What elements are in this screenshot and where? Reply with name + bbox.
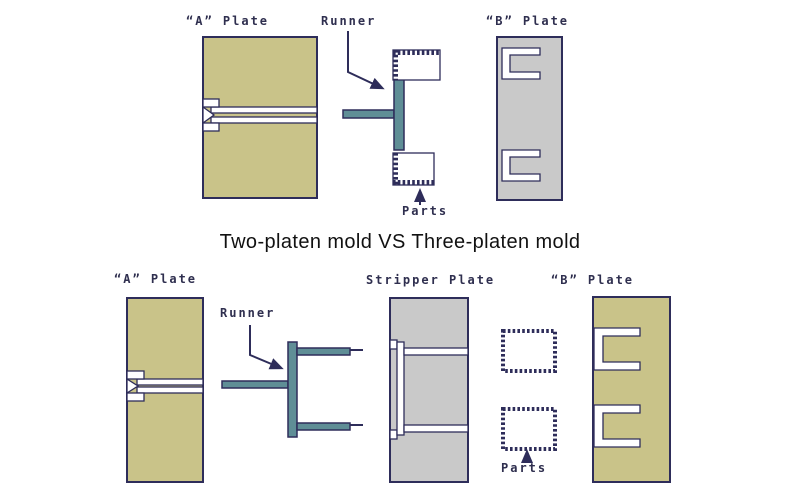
bottom-a-plate-sprue-gate (126, 377, 140, 395)
top-runner-assembly-shape (342, 31, 441, 205)
bottom-a-plate-runner-channel-upper (136, 378, 204, 386)
top-runner-label: Runner (321, 14, 377, 28)
bottom-runner-arm-bottom (296, 422, 351, 431)
top-b-plate-cavity-upper (501, 47, 541, 80)
bottom-runner-bar (287, 341, 298, 438)
stripper-plate-label: Stripper Plate (366, 273, 496, 287)
stripper-plate-shape (389, 297, 469, 483)
bottom-parts-label: Parts (501, 461, 548, 475)
bottom-runner-arm-top (296, 347, 351, 356)
bottom-a-plate-shape (126, 297, 204, 483)
top-a-plate-sprue-gate (202, 105, 216, 125)
top-b-plate-cavity-lower (501, 149, 541, 182)
bottom-b-plate-label: “B” Plate (551, 273, 635, 287)
bottom-runner-assembly-shape (221, 325, 363, 438)
top-runner-bar (393, 77, 405, 151)
bottom-b-plate-body (592, 296, 671, 483)
bottom-part-upper (501, 329, 557, 373)
top-a-plate-label: “A” Plate (186, 14, 270, 28)
bottom-a-plate-label: “A” Plate (114, 272, 198, 286)
bottom-parts-shape (501, 329, 557, 463)
top-b-plate-label: “B” Plate (486, 14, 570, 28)
stripper-plate-channel-vertical (396, 341, 405, 436)
top-part-lower-shape (392, 152, 435, 186)
bottom-a-plate-step-upper (126, 370, 145, 380)
top-a-plate-shape (202, 36, 318, 199)
stripper-plate-channel-bottom (403, 424, 469, 433)
bottom-a-plate-step-lower (126, 392, 145, 402)
bottom-sprue-bar (221, 380, 289, 389)
stripper-plate-notch-upper (389, 339, 398, 350)
bottom-b-plate-cavity-lower (593, 404, 641, 448)
top-a-plate-runner-channel-upper (210, 106, 318, 114)
stripper-plate-channel-top (403, 347, 469, 356)
bottom-a-plate-runner-channel-lower (136, 386, 204, 394)
diagram-title: Two-platen mold VS Three-platen mold (219, 231, 581, 253)
top-part-upper-shape (392, 49, 441, 81)
bottom-b-plate-cavity-upper (593, 327, 641, 371)
bottom-runner-arrow (249, 325, 284, 370)
bottom-b-plate-shape (592, 296, 671, 483)
top-b-plate-shape (496, 36, 563, 201)
top-a-plate-step-upper (202, 98, 220, 108)
stripper-plate-notch-lower (389, 429, 398, 440)
top-sprue-bar (342, 109, 395, 119)
bottom-part-lower (501, 407, 557, 451)
top-parts-label: Parts (402, 204, 449, 218)
top-a-plate-runner-channel-lower (210, 116, 318, 124)
bottom-runner-label: Runner (220, 306, 276, 320)
top-runner-arrow (347, 31, 385, 90)
top-a-plate-step-lower (202, 122, 220, 132)
